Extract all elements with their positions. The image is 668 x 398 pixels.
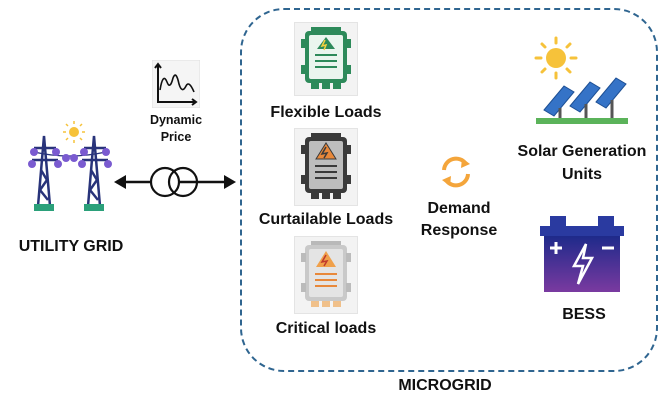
transmission-tower-icon — [22, 118, 122, 218]
dynamic-price-label: Dynamic Price — [140, 112, 212, 146]
demand-response-line2: Response — [420, 222, 498, 239]
dynamic-price-line2: Price — [160, 130, 192, 144]
utility-grid-label: UTILITY GRID — [18, 238, 124, 255]
flexible-loads-label: Flexible Loads — [270, 104, 382, 121]
critical-load-panel-icon — [294, 236, 358, 314]
battery-icon — [536, 210, 628, 296]
microgrid-label: MICROGRID — [398, 377, 492, 394]
solar-panel-icon — [534, 32, 630, 128]
demand-response-line1: Demand — [427, 200, 491, 217]
solar-generation-line2: Units — [562, 166, 602, 183]
solar-generation-line1: Solar Generation — [517, 143, 647, 160]
dynamic-price-line1: Dynamic — [149, 113, 203, 127]
power-flow-arrow — [110, 162, 240, 202]
demand-response-label: Demand Response — [404, 198, 514, 242]
price-chart-icon — [152, 60, 200, 108]
solar-generation-label: Solar Generation Units — [498, 140, 666, 186]
microgrid-boundary — [240, 8, 658, 372]
refresh-icon — [436, 152, 476, 192]
flexible-load-panel-icon — [294, 22, 358, 96]
critical-loads-label: Critical loads — [275, 320, 377, 337]
curtailable-loads-label: Curtailable Loads — [258, 211, 394, 228]
curtailable-load-panel-icon — [294, 128, 358, 206]
bess-label: BESS — [562, 306, 606, 323]
